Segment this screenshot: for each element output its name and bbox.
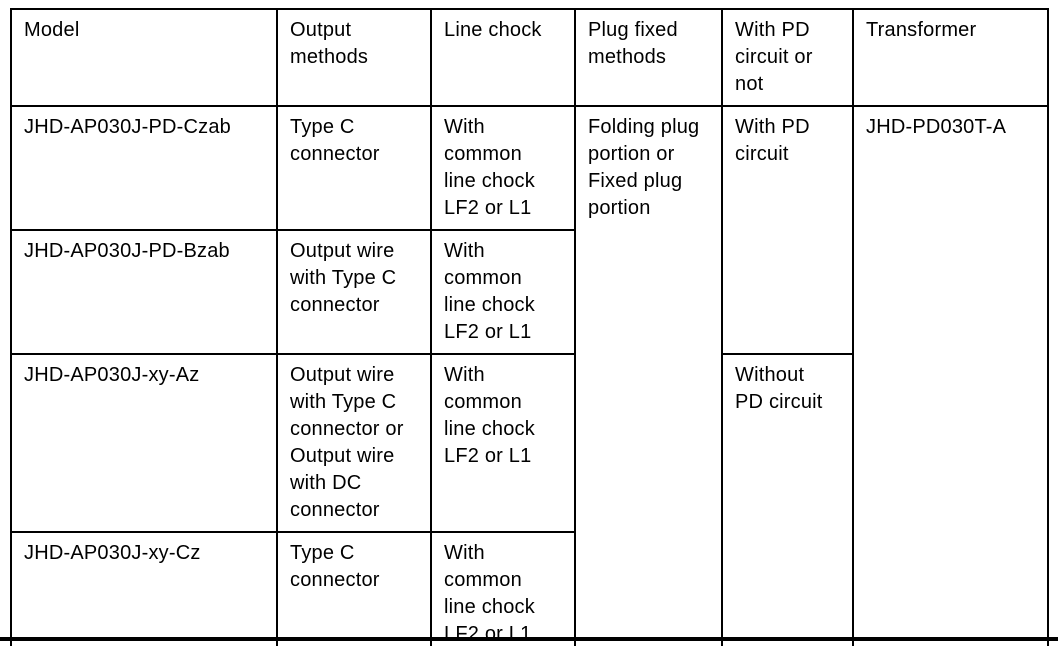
cell-output-methods-2: Output wire with Type C connector [276,229,432,355]
cell-model-1: JHD-AP030J-PD-Czab [10,105,278,231]
table-row: JHD-AP030J-xy-Az Output wire with Type C… [10,353,1048,646]
cell-model-2: JHD-AP030J-PD-Bzab [10,229,278,355]
page-bottom-rule [0,637,1058,641]
cell-plug-fixed-methods: Folding plug portion or Fixed plug porti… [574,105,723,646]
header-pd-circuit: With PD circuit or not [721,8,854,107]
table-row: JHD-AP030J-xy-Cz Type C connector With c… [10,531,1048,646]
cell-line-chock-1: With common line chock LF2 or L1 [430,105,576,231]
cell-without-pd-circuit: Without PD circuit [721,353,854,646]
header-transformer: Transformer [852,8,1049,107]
cell-transformer: JHD-PD030T-A [852,105,1049,646]
header-model: Model [10,8,278,107]
cell-line-chock-4: With common line chock LF2 or L1 [430,531,576,646]
cell-line-chock-2: With common line chock LF2 or L1 [430,229,576,355]
spec-table: Model Output methods Line chock Plug fix… [10,8,1049,646]
cell-with-pd-circuit: With PD circuit [721,105,854,355]
cell-output-methods-4: Type C connector [276,531,432,646]
header-output-methods: Output methods [276,8,432,107]
table-row: JHD-AP030J-PD-Bzab Output wire with Type… [10,229,1048,355]
header-line-chock: Line chock [430,8,576,107]
table-header-row: Model Output methods Line chock Plug fix… [10,8,1049,107]
cell-model-3: JHD-AP030J-xy-Az [10,353,278,533]
cell-model-4: JHD-AP030J-xy-Cz [10,531,278,646]
table-row: JHD-AP030J-PD-Czab Type C connector With… [10,105,1049,646]
cell-output-methods-3: Output wire with Type C connector or Out… [276,353,432,533]
cell-line-chock-3: With common line chock LF2 or L1 [430,353,576,533]
cell-output-methods-1: Type C connector [276,105,432,231]
header-plug-fixed-methods: Plug fixed methods [574,8,723,107]
